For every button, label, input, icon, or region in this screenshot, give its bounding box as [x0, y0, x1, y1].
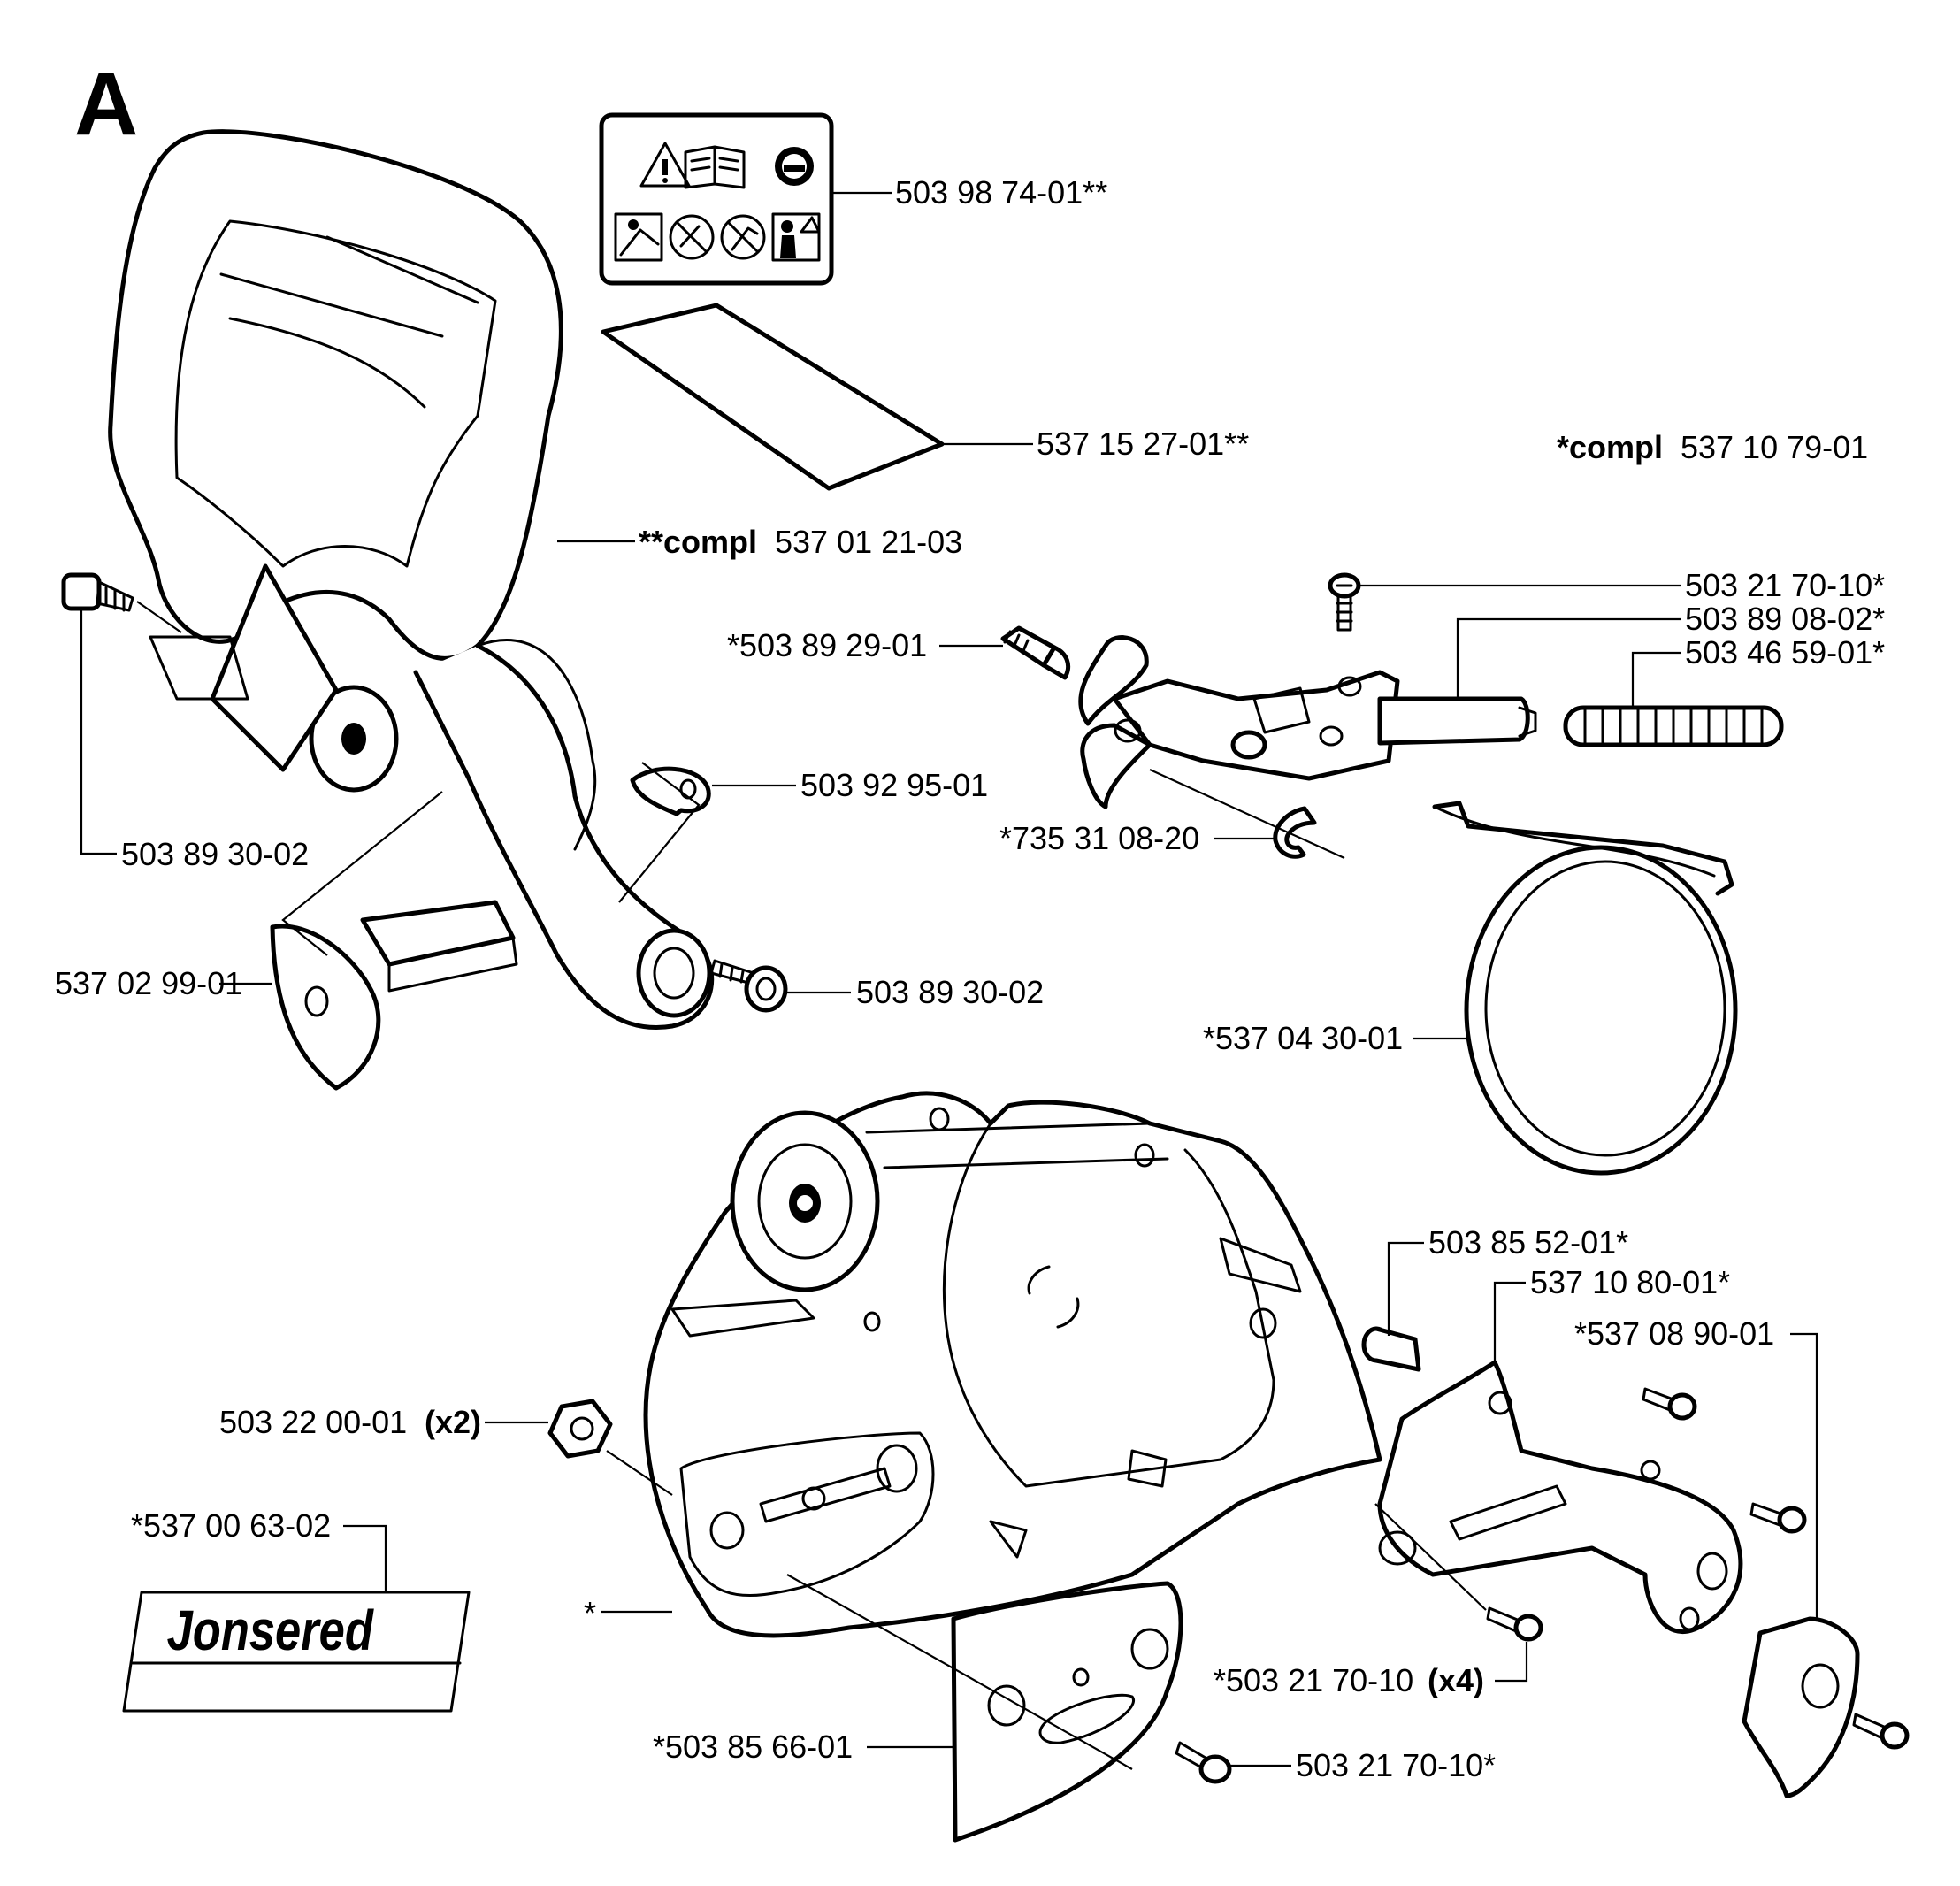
cover-plate-part	[1377, 1360, 1743, 1635]
label-screw-bottom: 503 21 70-10*	[1296, 1747, 1496, 1783]
label-handguard-compl-prefix: **compl	[639, 524, 757, 560]
label-plate: 537 15 27-01**	[1037, 426, 1249, 462]
clip-part	[1273, 806, 1317, 859]
kickback-warning-icon	[614, 212, 663, 262]
plate-part	[601, 303, 945, 491]
label-bolt-right: 503 89 30-02	[856, 974, 1044, 1010]
stud-part	[1361, 1326, 1421, 1372]
warning-decal	[599, 112, 834, 286]
label-screws-x4-prefix: *503 21 70-10	[1214, 1662, 1413, 1698]
protective-gear-icon	[771, 212, 821, 262]
label-screws-x4-qty: (x4)	[1428, 1662, 1484, 1698]
label-cover-plate: 537 10 80-01*	[1530, 1264, 1730, 1300]
label-clip: *735 31 08-20	[999, 820, 1199, 856]
brand-decal-part: Jonsered	[122, 1591, 471, 1713]
label-decal-warning: 503 98 74-01**	[895, 174, 1107, 211]
manual-book-icon	[684, 145, 746, 189]
label-decal-brand: *537 00 63-02	[131, 1507, 331, 1544]
label-washer-mid: 503 92 95-01	[800, 767, 988, 803]
spring-part	[1563, 705, 1784, 748]
washer-left-part	[270, 900, 518, 1091]
label-band: *537 04 30-01	[1203, 1020, 1403, 1056]
label-stud: 503 85 52-01*	[1428, 1224, 1628, 1261]
warning-triangle-icon	[639, 142, 691, 188]
label-asterisk-cover: *	[584, 1595, 596, 1631]
label-brake-compl-prefix: *compl	[1557, 429, 1663, 465]
no-one-hand-icon	[669, 214, 715, 260]
screw-catcher	[1852, 1713, 1910, 1750]
label-nut-prefix: 503 22 00-01	[219, 1404, 407, 1440]
hearing-protection-icon	[775, 147, 814, 186]
label-handguard-compl-number: 537 01 21-03	[775, 524, 962, 560]
label-brake-compl-number: 537 10 79-01	[1681, 429, 1868, 465]
label-guide-plate: *503 85 66-01	[653, 1729, 853, 1765]
label-bolt-left: 503 89 30-02	[121, 836, 309, 872]
screw-cover-1	[1642, 1387, 1697, 1421]
brake-lever-part	[1078, 635, 1537, 809]
label-catcher: *537 08 90-01	[1574, 1315, 1774, 1352]
section-letter: A	[74, 55, 138, 154]
screw-top-part	[1328, 572, 1361, 632]
no-tip-contact-icon	[720, 214, 766, 260]
label-pin: *503 89 29-01	[727, 627, 927, 663]
bolt-right-part	[709, 959, 788, 1013]
pin-part	[1000, 625, 1070, 680]
label-washer-left: 537 02 99-01	[55, 965, 242, 1001]
brake-band-part	[1432, 801, 1738, 1176]
catcher-part	[1742, 1616, 1860, 1798]
hand-guard-part	[108, 129, 715, 1030]
brand-logo: Jonsered	[167, 1599, 374, 1662]
screw-cover-2	[1749, 1502, 1807, 1534]
guide-plate-part	[951, 1581, 1183, 1843]
label-spring: 503 46 59-01*	[1685, 634, 1885, 671]
screw-cover-3	[1486, 1606, 1543, 1642]
bolt-left-part	[61, 572, 134, 612]
label-nut-qty: (x2)	[425, 1404, 481, 1440]
label-screw-top: 503 21 70-10*	[1685, 567, 1885, 603]
clutch-cover-part	[643, 1091, 1382, 1638]
screw-bottom-part	[1175, 1741, 1232, 1784]
label-lever: 503 89 08-02*	[1685, 601, 1885, 637]
nut-part	[547, 1399, 613, 1459]
